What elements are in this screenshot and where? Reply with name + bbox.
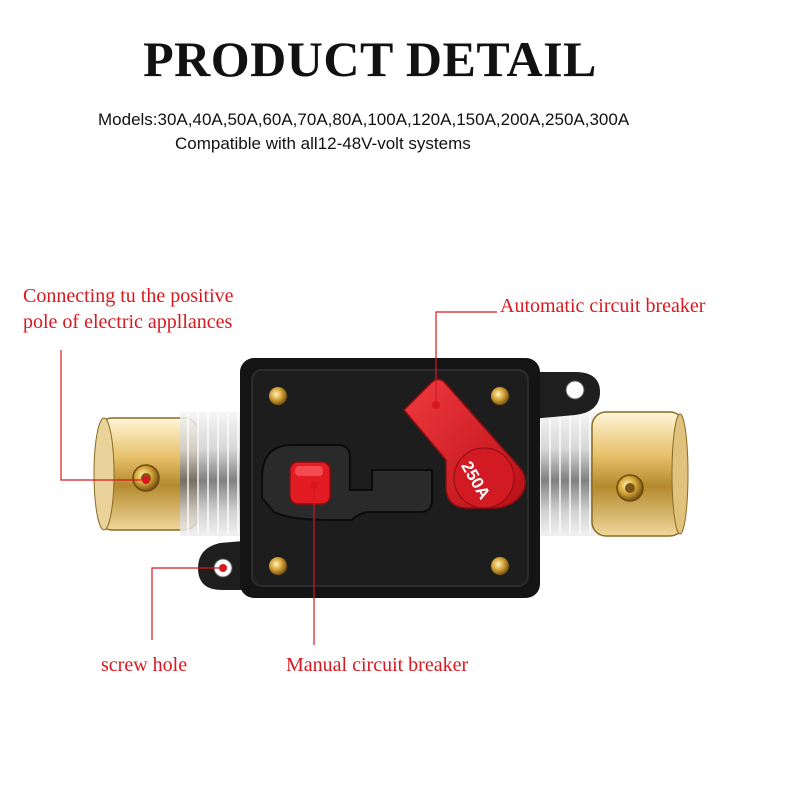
right-terminal (591, 411, 689, 537)
callout-lines (60, 311, 497, 645)
housing-screw (269, 557, 287, 575)
page-title: PRODUCT DETAIL (143, 31, 597, 87)
models-list: Models:30A,40A,50A,60A,70A,80A,100A,120A… (98, 110, 630, 129)
right-sleeve (530, 412, 602, 536)
callout-automatic-breaker: Automatic circuit breaker (500, 295, 706, 317)
left-sleeve (180, 412, 250, 536)
compatibility-note: Compatible with all12-48V-volt systems (175, 134, 471, 153)
callout-line-positive (60, 350, 146, 481)
callout-line-automatic (435, 311, 497, 405)
callout-dot-manual (310, 481, 318, 489)
housing-screw (269, 387, 287, 405)
housing-screw (491, 557, 509, 575)
callout-dots (142, 401, 440, 572)
callout-line-screw (151, 567, 223, 640)
callout-dot-positive (142, 476, 150, 484)
callout-manual-breaker: Manual circuit breaker (286, 654, 469, 676)
callout-positive-line1: Connecting tu the positive (23, 285, 234, 307)
callout-positive-pole: Connecting tu the positive pole of elect… (23, 283, 234, 335)
housing-screw (491, 387, 509, 405)
callout-positive-line2: pole of electric appllances (23, 311, 233, 333)
callout-dot-screw (219, 564, 227, 572)
trip-lever: 250A (402, 378, 527, 509)
callout-screw-hole: screw hole (101, 654, 188, 676)
callout-dot-automatic (432, 401, 440, 409)
